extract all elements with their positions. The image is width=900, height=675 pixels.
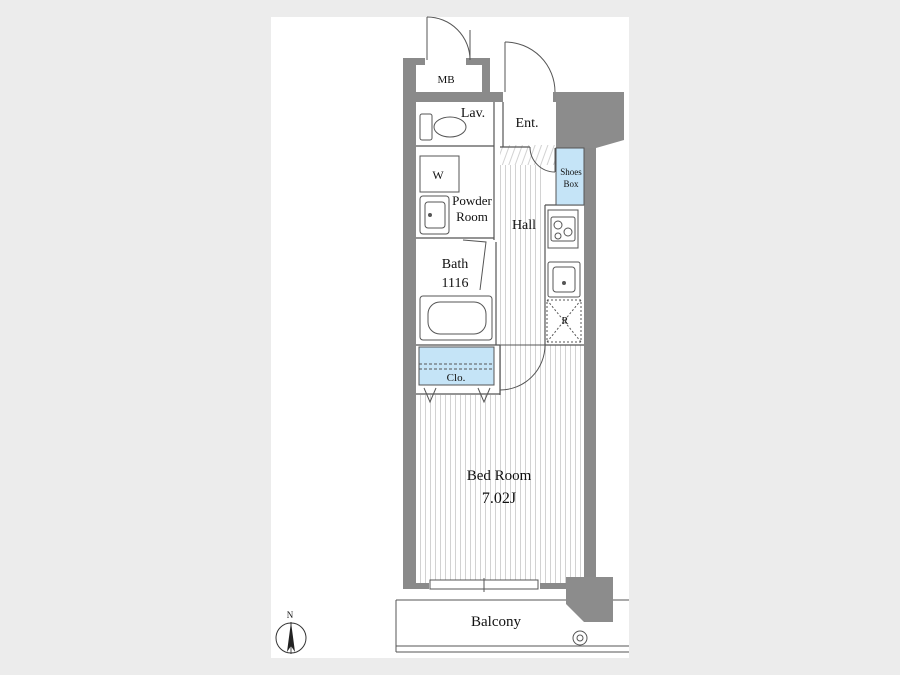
bathtub-icon xyxy=(419,295,493,341)
balcony xyxy=(395,578,629,653)
wall-east xyxy=(584,148,596,578)
wall-west xyxy=(403,58,416,588)
label-balcony: Balcony xyxy=(471,614,521,630)
pillar-southeast xyxy=(566,577,613,622)
closet-door-right xyxy=(477,387,491,404)
entrance-step xyxy=(500,145,555,165)
label-closet: Clo. xyxy=(447,372,466,384)
entrance-door-swing xyxy=(504,41,556,93)
compass-north-label: N xyxy=(287,610,294,620)
walls xyxy=(403,58,596,589)
wall-mb-east xyxy=(482,58,490,102)
label-bath-size: 1116 xyxy=(442,276,469,291)
label-shoes-box-line2: Box xyxy=(563,179,579,189)
bedroom-door-swing xyxy=(499,344,546,391)
bath-door xyxy=(462,239,487,291)
wall-mb-top-right xyxy=(466,58,490,65)
partitions xyxy=(416,102,584,395)
doors xyxy=(423,16,556,404)
label-lavatory: Lav. xyxy=(461,106,485,121)
sink-icon xyxy=(419,195,450,235)
drain-icon xyxy=(572,630,588,646)
label-hall: Hall xyxy=(512,218,536,233)
mb-door-swing xyxy=(426,16,471,61)
floor-areas xyxy=(419,145,582,583)
closet-door-left xyxy=(423,387,437,404)
label-bedroom: Bed Room xyxy=(467,468,532,484)
room-labels: MB Lav. Ent. Shoes Box W Powder Room Hal… xyxy=(432,74,582,630)
label-mb: MB xyxy=(437,74,454,86)
label-bath: Bath xyxy=(442,257,468,272)
shoes-box xyxy=(555,147,585,206)
pillar-northeast xyxy=(556,92,624,148)
label-entrance: Ent. xyxy=(516,116,539,131)
wall-south-right xyxy=(540,583,568,589)
label-refrigerator: R xyxy=(562,316,569,327)
wall-mb-top-left xyxy=(403,58,425,65)
hall-door-swing xyxy=(529,146,556,173)
toilet-icon xyxy=(419,113,467,141)
label-shoes-box-line1: Shoes xyxy=(560,167,582,177)
label-washer: W xyxy=(432,168,444,182)
balcony-window xyxy=(429,578,539,592)
label-powder-room-line2: Room xyxy=(456,209,488,224)
label-powder-room-line1: Powder xyxy=(452,193,492,208)
wall-north-left xyxy=(403,92,503,102)
bedroom-floor xyxy=(419,395,582,583)
hall-floor-bottom xyxy=(500,345,582,395)
stove-icon xyxy=(547,209,579,249)
hall-floor-left xyxy=(500,160,545,345)
kitchen-sink-icon xyxy=(547,261,581,298)
fixtures xyxy=(418,113,582,343)
label-bedroom-size: 7.02J xyxy=(482,490,516,507)
closet xyxy=(418,346,495,386)
refrigerator-space xyxy=(546,299,582,343)
washer-icon xyxy=(419,155,460,193)
wall-south-left xyxy=(403,583,429,589)
north-arrow-icon: N xyxy=(275,610,307,654)
